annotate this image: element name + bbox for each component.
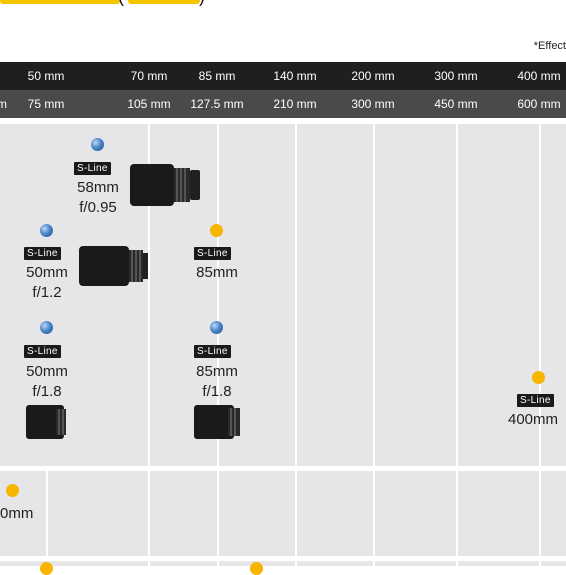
lens-focal: 85mm bbox=[196, 363, 238, 380]
header-cell: 450 mm bbox=[434, 97, 478, 111]
lens-50mm-f18-image bbox=[26, 405, 66, 439]
grid-divider bbox=[373, 124, 375, 566]
lens-dot-partial bbox=[250, 562, 263, 575]
lens-58mm-label[interactable]: 58mm f/0.95 bbox=[75, 178, 121, 218]
title-highlight bbox=[0, 0, 120, 4]
lens-aperture: f/1.8 bbox=[202, 383, 232, 400]
header-cell: 400 mm bbox=[517, 69, 561, 83]
header-cell: 70 mm bbox=[130, 69, 168, 83]
lens-focal: 50mm bbox=[26, 363, 68, 380]
lens-400mm-label[interactable]: 400mm bbox=[508, 410, 566, 430]
lens-85mm-f18-label[interactable]: 85mm f/1.8 bbox=[193, 362, 241, 402]
header-cell: 210 mm bbox=[273, 97, 317, 111]
header-cell: 50 mm bbox=[27, 69, 65, 83]
header-cell: 300 mm bbox=[434, 69, 478, 83]
lens-50mm-f18-label[interactable]: 50mm f/1.8 bbox=[23, 362, 71, 402]
lens-85mm-f12-label[interactable]: 85mm bbox=[193, 263, 241, 283]
lens-dot-partial bbox=[40, 562, 53, 575]
lens-50mm-f18-dot bbox=[40, 321, 53, 334]
title-paren-close: ) bbox=[199, 0, 205, 7]
header-cell: 75 mm bbox=[27, 97, 65, 111]
lens-focal: 58mm bbox=[77, 179, 119, 196]
lens-aperture: f/0.95 bbox=[79, 199, 117, 216]
lens-58mm-image bbox=[130, 164, 200, 206]
header-cell: m bbox=[0, 97, 7, 111]
header-cell: 127.5 mm bbox=[190, 97, 244, 111]
s-line-badge: S-Line bbox=[194, 247, 231, 260]
grid-divider bbox=[539, 124, 541, 566]
lens-aperture: f/1.8 bbox=[32, 383, 62, 400]
s-line-badge: S-Line bbox=[24, 345, 61, 358]
subtitle-highlight bbox=[128, 0, 200, 4]
effect-note: *Effect bbox=[533, 40, 566, 52]
header-cell: 600 mm bbox=[517, 97, 561, 111]
lens-partial-dot bbox=[6, 484, 19, 497]
header-cell: 85 mm bbox=[198, 69, 236, 83]
lens-focal: 50mm bbox=[26, 264, 68, 281]
lens-58mm-dot bbox=[91, 138, 104, 151]
lens-400mm-dot bbox=[532, 371, 545, 384]
header-cell: 105 mm bbox=[127, 97, 171, 111]
grid-divider bbox=[295, 124, 297, 566]
lens-grid bbox=[0, 124, 566, 566]
lens-85mm-f12-dot bbox=[210, 224, 223, 237]
s-line-badge: S-Line bbox=[74, 162, 111, 175]
grid-divider bbox=[46, 471, 48, 556]
s-line-badge: S-Line bbox=[194, 345, 231, 358]
lens-focal: 400mm bbox=[508, 411, 559, 428]
focal-length-header: 50 mm 70 mm 85 mm 140 mm 200 mm 300 mm 4… bbox=[0, 62, 566, 90]
lens-50mm-f12-label[interactable]: 50mm f/1.2 bbox=[23, 263, 71, 303]
lens-partial-label[interactable]: 0mm bbox=[0, 504, 33, 524]
grid-divider bbox=[148, 124, 150, 566]
lens-focal: 85mm bbox=[196, 264, 238, 281]
lens-aperture: f/1.2 bbox=[32, 284, 62, 301]
header-cell: 300 mm bbox=[351, 97, 395, 111]
row-divider bbox=[0, 556, 566, 561]
header-cell: 140 mm bbox=[273, 69, 317, 83]
lens-50mm-f12-dot bbox=[40, 224, 53, 237]
header-cell: 200 mm bbox=[351, 69, 395, 83]
grid-divider bbox=[456, 124, 458, 566]
lens-focal: 0mm bbox=[0, 505, 34, 522]
lens-85mm-f18-dot bbox=[210, 321, 223, 334]
row-divider bbox=[0, 466, 566, 471]
equivalent-focal-header: m 75 mm 105 mm 127.5 mm 210 mm 300 mm 45… bbox=[0, 90, 566, 118]
s-line-badge: S-Line bbox=[24, 247, 61, 260]
title-paren-open: ( bbox=[118, 0, 124, 7]
lens-50mm-f12-image bbox=[79, 246, 148, 286]
s-line-badge: S-Line bbox=[517, 394, 554, 407]
lens-85mm-f18-image bbox=[194, 405, 240, 439]
